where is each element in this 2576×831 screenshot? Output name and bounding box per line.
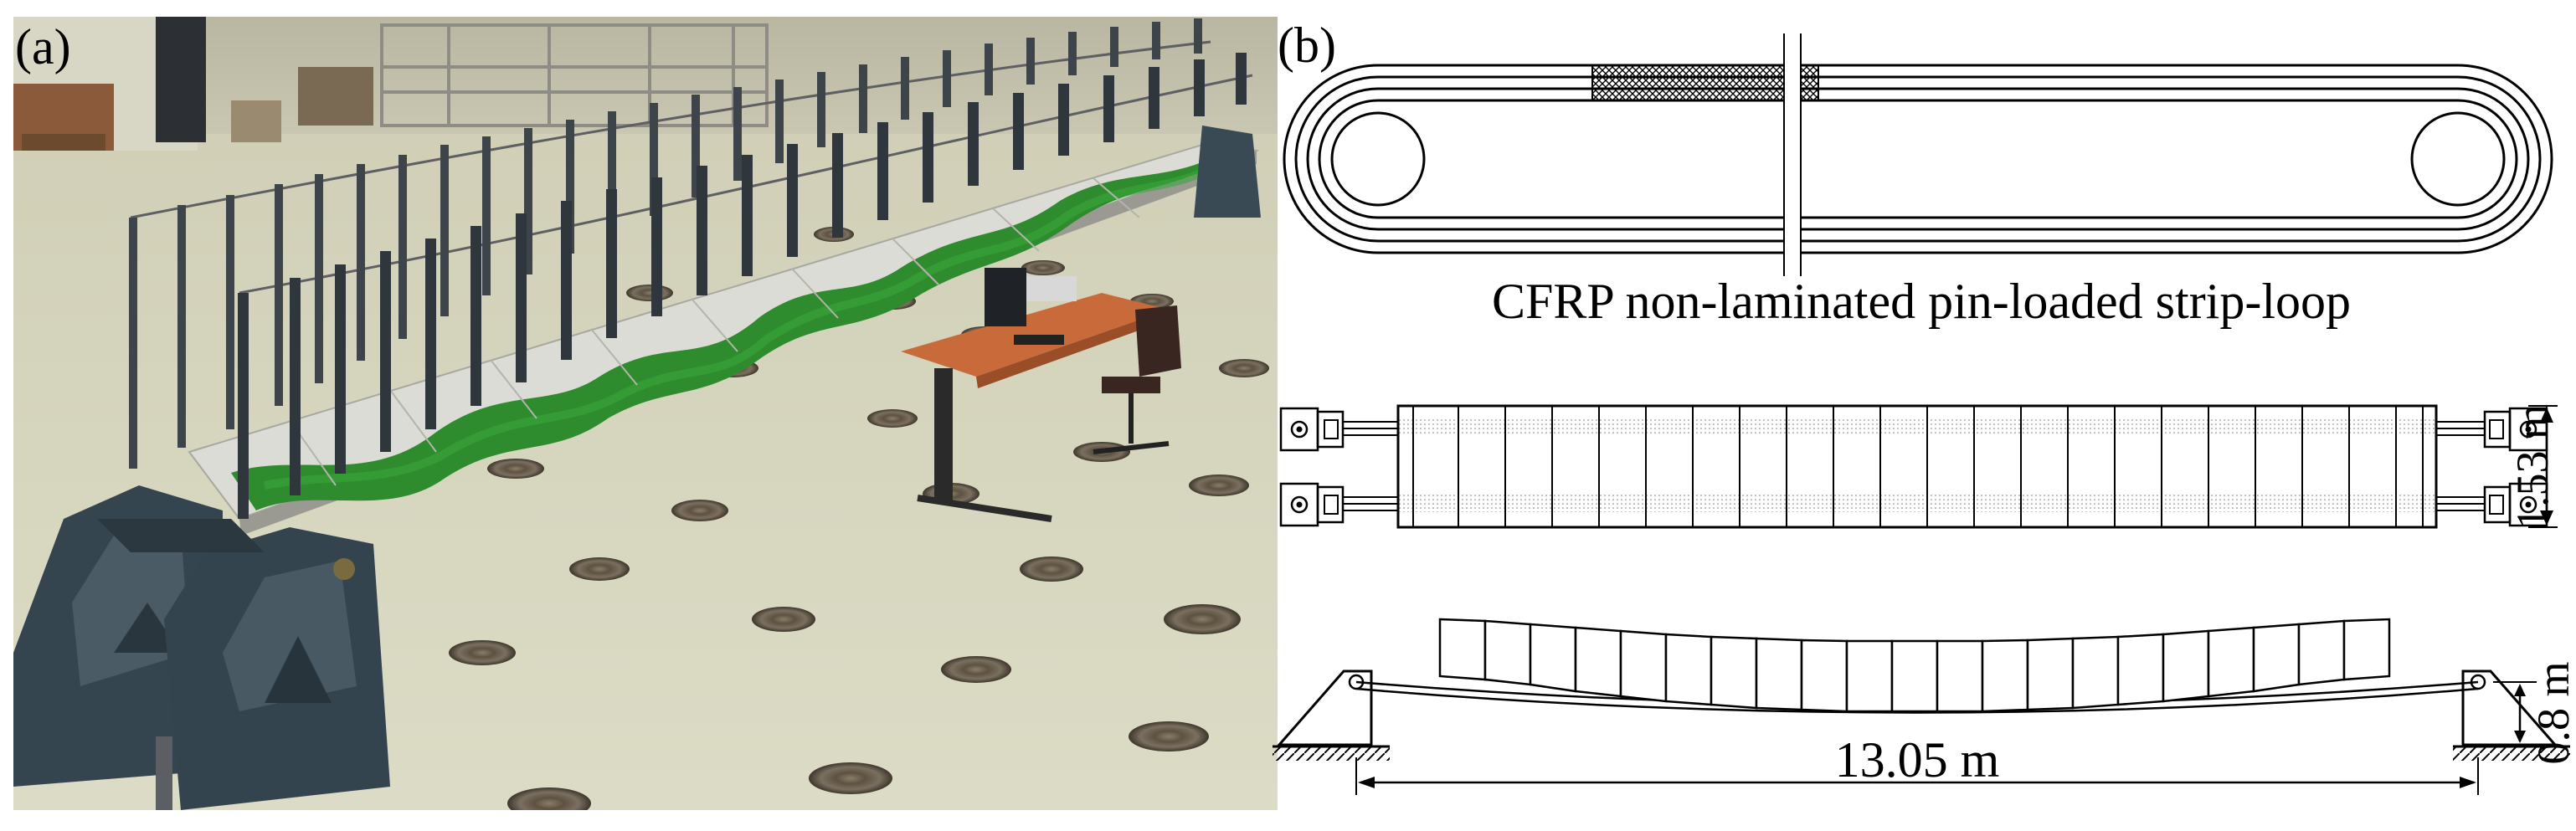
height-dimension-label: 0.8 m bbox=[2528, 661, 2576, 765]
strip-loop-caption: CFRP non-laminated pin-loaded strip-loop bbox=[1491, 274, 2351, 329]
elevation-view bbox=[1273, 618, 2570, 795]
panel-b-label: (b) bbox=[1278, 18, 1336, 73]
strip-loop-drawing bbox=[1283, 64, 2553, 254]
bridge-diagram: (b) bbox=[1264, 0, 2576, 831]
bridge-photo: (a) bbox=[13, 17, 1278, 810]
plan-view bbox=[1279, 404, 2558, 529]
span-dimension-label: 13.05 m bbox=[1834, 732, 2000, 787]
panel-a-label: (a) bbox=[15, 19, 71, 74]
width-dimension-label: 1.53 m bbox=[2507, 403, 2558, 531]
